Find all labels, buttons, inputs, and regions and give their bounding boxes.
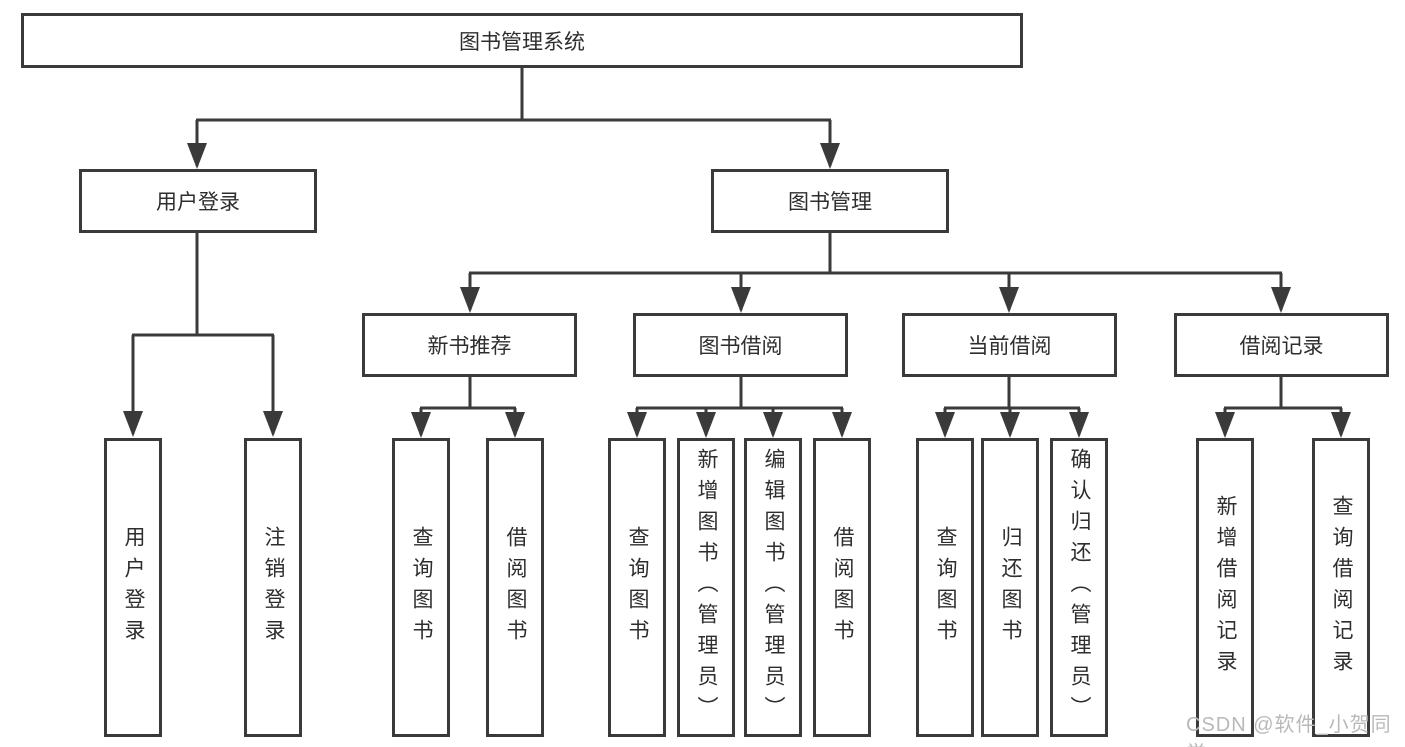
leaf-query-borrow-record: 查询借阅记录 [1312,438,1370,737]
leaf-borrow-books-borrowing: 借阅图书 [813,438,871,737]
node-current-borrowing: 当前借阅 [902,313,1117,377]
leaf-query-books-borrowing: 查询图书 [608,438,666,737]
leaf-confirm-return-admin: 确认归还（管理员） [1050,438,1108,737]
leaf-query-books-recommend: 查询图书 [392,438,450,737]
leaf-query-books-current: 查询图书 [916,438,974,737]
csdn-watermark: CSDN @软件_小贺同学 [1186,714,1392,747]
node-book-management: 图书管理 [711,169,949,233]
leaf-return-books: 归还图书 [981,438,1039,737]
leaf-edit-book-admin: 编辑图书（管理员） [744,438,802,737]
leaf-borrow-books-recommend: 借阅图书 [486,438,544,737]
arrowhead-icons [123,143,1351,438]
leaf-user-login: 用户登录 [104,438,162,737]
node-new-book-recommend: 新书推荐 [362,313,577,377]
node-book-borrowing: 图书借阅 [633,313,848,377]
node-root-system: 图书管理系统 [21,13,1023,68]
leaf-logout: 注销登录 [244,438,302,737]
node-borrow-records: 借阅记录 [1174,313,1389,377]
node-user-login: 用户登录 [79,169,317,233]
leaf-add-book-admin: 新增图书（管理员） [677,438,735,737]
leaf-add-borrow-record: 新增借阅记录 [1196,438,1254,737]
